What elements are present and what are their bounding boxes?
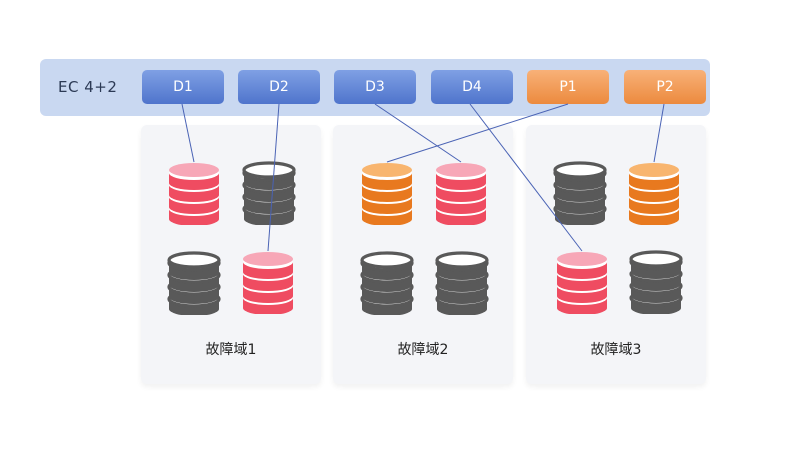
chunk-d3: D3 (334, 70, 416, 104)
chunk-d2: D2 (238, 70, 320, 104)
disk-d1-icon (169, 163, 219, 225)
fault-domain-label: 故障域2 (397, 342, 449, 358)
disk-unused-icon (360, 251, 414, 315)
disk-unused-icon (167, 251, 221, 315)
disk-unused-icon (242, 161, 296, 225)
ec-scheme-label: EC 4+2 (58, 78, 118, 96)
chunk-d4: D4 (431, 70, 513, 104)
chunk-p1: P1 (527, 70, 609, 104)
fault-domain-label: 故障域1 (205, 342, 257, 358)
disk-p2-icon (629, 163, 679, 225)
chunk-d1: D1 (142, 70, 224, 104)
fault-domain-label: 故障域3 (590, 342, 642, 358)
disk-unused-icon (629, 250, 683, 314)
disk-d2-icon (243, 252, 293, 314)
disk-unused-icon (553, 161, 607, 225)
disk-d4-icon (557, 252, 607, 314)
chunk-p2: P2 (624, 70, 706, 104)
disk-d3-icon (436, 163, 486, 225)
disk-unused-icon (435, 251, 489, 315)
disk-p1-icon (362, 163, 412, 225)
